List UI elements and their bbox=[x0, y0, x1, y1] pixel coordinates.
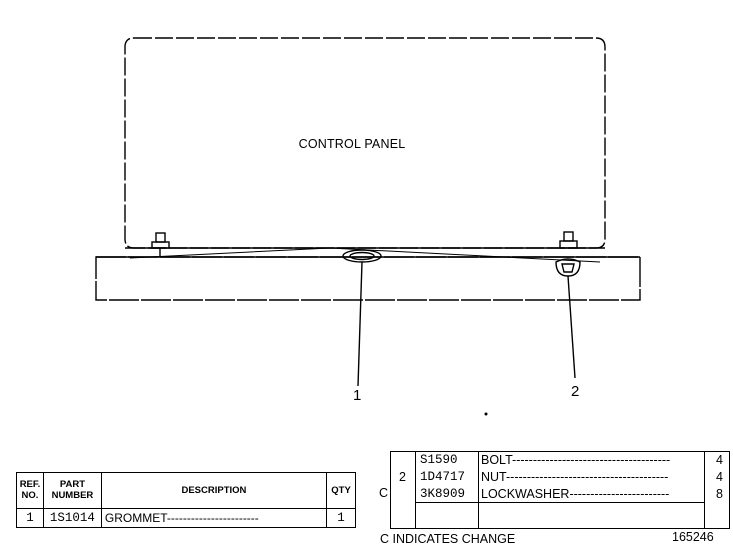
panel-label: CONTROL PANEL bbox=[298, 137, 406, 151]
row-description: NUT-------------------------------------… bbox=[481, 470, 669, 484]
change-marker: C bbox=[379, 486, 389, 500]
right-bolt bbox=[555, 231, 581, 277]
row-description: BOLT------------------------------------… bbox=[481, 453, 671, 467]
base-plate bbox=[95, 256, 641, 301]
row-part-number: S1590 bbox=[420, 453, 458, 467]
header-qty: QTY bbox=[326, 472, 356, 509]
row-qty: 4 bbox=[716, 470, 723, 484]
row-description: LOCKWASHER------------------------ bbox=[481, 487, 670, 501]
row-ref: 1 bbox=[16, 507, 44, 529]
change-note: C INDICATES CHANGE bbox=[380, 532, 516, 546]
row-qty: 1 bbox=[326, 507, 356, 529]
row-part-number: 1D4717 bbox=[420, 470, 466, 484]
header-ref-no: REF. NO. bbox=[16, 472, 44, 509]
row-qty: 4 bbox=[716, 453, 723, 467]
drawing-number: 165246 bbox=[672, 530, 714, 544]
table-row: 1 1S1014 GROMMET----------------------- … bbox=[16, 507, 356, 529]
header-description: DESCRIPTION bbox=[100, 472, 328, 509]
parts-table-right: C 2 S1590 BOLT--------------------------… bbox=[379, 451, 730, 529]
row-ref: 2 bbox=[399, 470, 406, 484]
row-qty: 8 bbox=[716, 487, 723, 501]
header-part-number: PART NUMBER bbox=[42, 472, 102, 509]
callout-1: 1 bbox=[353, 387, 362, 404]
parts-table-left: REF. NO. PART NUMBER DESCRIPTION QTY 1 1… bbox=[16, 472, 356, 529]
left-bolt bbox=[151, 232, 170, 256]
row-part-number: 3K8909 bbox=[420, 487, 466, 501]
callout-2: 2 bbox=[571, 383, 580, 400]
row-part-number: 1S1014 bbox=[42, 507, 102, 529]
row-description: GROMMET----------------------- bbox=[100, 507, 328, 529]
